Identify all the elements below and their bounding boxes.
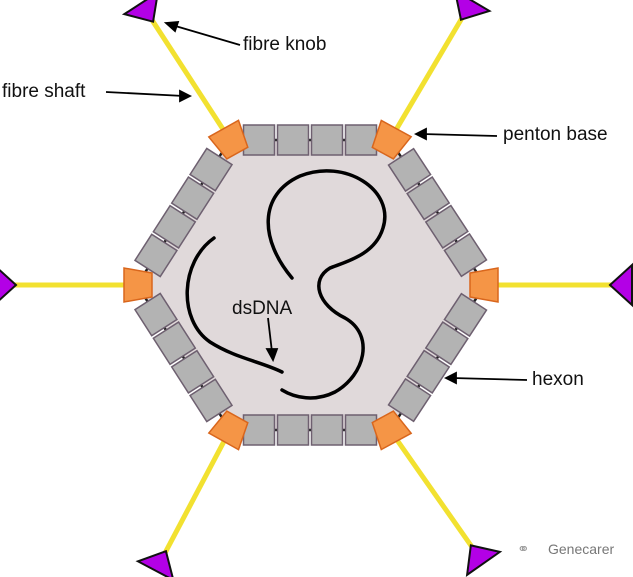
hexon xyxy=(242,414,276,446)
hexon xyxy=(133,233,178,278)
fibre-shaft xyxy=(149,18,233,142)
dsdna-strand-2 xyxy=(185,236,284,374)
fibre-shaft-label: fibre shaft xyxy=(2,81,86,102)
fibre-knob xyxy=(455,0,492,22)
penton-base xyxy=(371,119,413,160)
fibre-knob xyxy=(0,269,18,301)
hexon xyxy=(424,321,469,366)
hexon xyxy=(170,349,215,394)
hexon xyxy=(242,124,276,156)
watermark: Genecarer xyxy=(548,541,615,557)
fibre-knob xyxy=(608,262,633,308)
hexon xyxy=(344,124,378,156)
hexon xyxy=(133,292,178,337)
penton-base xyxy=(371,410,413,451)
penton-base xyxy=(207,410,249,451)
hexon xyxy=(152,204,197,249)
fibre-shaft xyxy=(387,16,465,142)
hexon xyxy=(387,147,432,193)
fibre-knob-label: fibre knob xyxy=(243,34,327,55)
fibre-shaft xyxy=(162,428,233,555)
hexon xyxy=(276,124,310,156)
penton-base xyxy=(469,267,499,303)
penton-base xyxy=(207,119,249,160)
hexon xyxy=(152,321,197,366)
dsdna-strands xyxy=(185,169,387,400)
hexon xyxy=(189,378,234,423)
penton-base-label: penton base xyxy=(503,124,608,145)
hexon-label: hexon xyxy=(532,369,584,390)
fibre-shaft-arrow xyxy=(105,91,185,97)
fibre-knob xyxy=(121,0,158,23)
hexon xyxy=(310,414,344,446)
hexon xyxy=(170,176,215,221)
fibre-knob-arrow xyxy=(171,24,241,46)
wechat-icon: ⚭ xyxy=(517,541,530,558)
dsdna-arrow xyxy=(267,317,273,353)
hexon xyxy=(424,204,469,249)
hexon-arrow xyxy=(451,377,528,381)
hexon xyxy=(406,349,451,394)
fibre-knob xyxy=(465,544,503,577)
fibre-knob xyxy=(135,549,174,577)
hexon xyxy=(443,292,488,338)
hexon xyxy=(310,124,344,156)
hexon xyxy=(344,414,378,446)
hexon xyxy=(276,414,310,446)
penton-base-arrow xyxy=(421,133,498,137)
dsdna-label: dsDNA xyxy=(232,298,293,319)
hexon xyxy=(443,232,488,278)
hexon xyxy=(189,147,234,192)
penton-base xyxy=(123,267,153,303)
hexon xyxy=(387,377,432,423)
hexon xyxy=(406,176,451,221)
fibre-shaft xyxy=(387,428,475,549)
dsdna-strand-1 xyxy=(266,169,387,400)
